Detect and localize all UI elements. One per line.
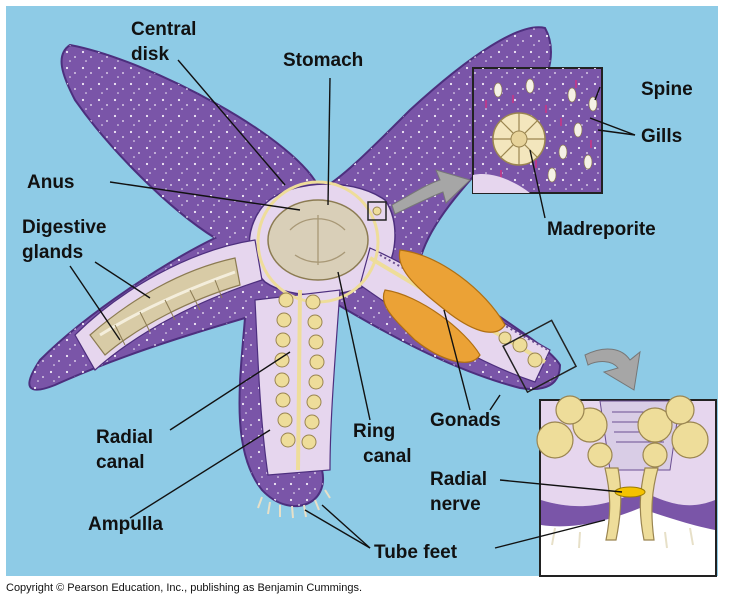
sea-star-anatomy-diagram: Central disk Stomach Spine Gills Anus Ma… (6, 6, 718, 577)
label-gonads: Gonads (430, 410, 501, 431)
label-tube-feet: Tube feet (374, 542, 458, 563)
madreporite-inset (472, 67, 603, 194)
label-madreporite: Madreporite (547, 219, 656, 240)
arrow-to-madreporite-inset (391, 169, 471, 215)
nerve-marker-box (502, 319, 578, 394)
stomach-organ (267, 199, 369, 281)
label-central-disk-line1: Central (131, 19, 196, 40)
ampullae (274, 292, 543, 450)
madreporite-dot (372, 206, 382, 216)
label-ampulla: Ampulla (88, 514, 163, 535)
radial-nerve-inset (536, 395, 717, 577)
label-radial-nerve-line2: nerve (430, 494, 481, 515)
madreporite-marker-box (367, 201, 387, 221)
copyright-notice: Copyright © Pearson Education, Inc., pub… (6, 582, 363, 594)
label-spine: Spine (641, 79, 693, 100)
label-radial-canal-line1: Radial (96, 427, 153, 448)
label-radial-canal-line2: canal (96, 452, 145, 473)
leader-lines (69, 59, 636, 549)
label-digestive-glands-line1: Digestive (22, 217, 106, 238)
tube-feet-tips (257, 489, 331, 519)
label-digestive-glands-line2: glands (22, 242, 83, 263)
label-ring-canal-line1: Ring (353, 421, 395, 442)
label-gills: Gills (641, 126, 682, 147)
gonads-organ (382, 249, 506, 363)
digestive-glands (89, 257, 241, 356)
label-radial-nerve-line1: Radial (430, 469, 487, 490)
label-central-disk-line2: disk (131, 44, 169, 65)
label-anus: Anus (27, 172, 75, 193)
arrow-to-nerve-inset (584, 348, 641, 391)
label-ring-canal-line2: canal (363, 446, 412, 467)
label-stomach: Stomach (283, 50, 363, 71)
